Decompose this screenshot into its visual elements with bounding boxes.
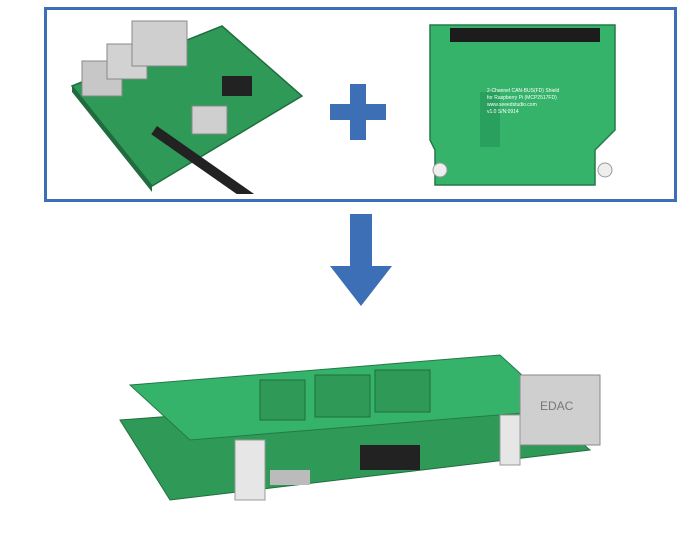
raspberry-pi-board-image [62, 16, 307, 194]
assembled-stack-image: EDAC [100, 330, 620, 515]
shield-line1: 2-Channel CAN-BUS(FD) Shield [487, 88, 559, 94]
shield-line2: for Raspberry Pi (MCP2517FD) [487, 95, 557, 101]
shield-line4: v1.0 S/N:0914 [487, 109, 519, 115]
shield-line3: www.seeedstudio.com [487, 102, 537, 108]
eth-label: EDAC [540, 399, 574, 413]
can-bus-shield-image: 2-Channel CAN-BUS(FD) Shield for Raspber… [425, 20, 620, 190]
plus-icon [328, 82, 388, 142]
arrow-down-icon [330, 214, 392, 306]
